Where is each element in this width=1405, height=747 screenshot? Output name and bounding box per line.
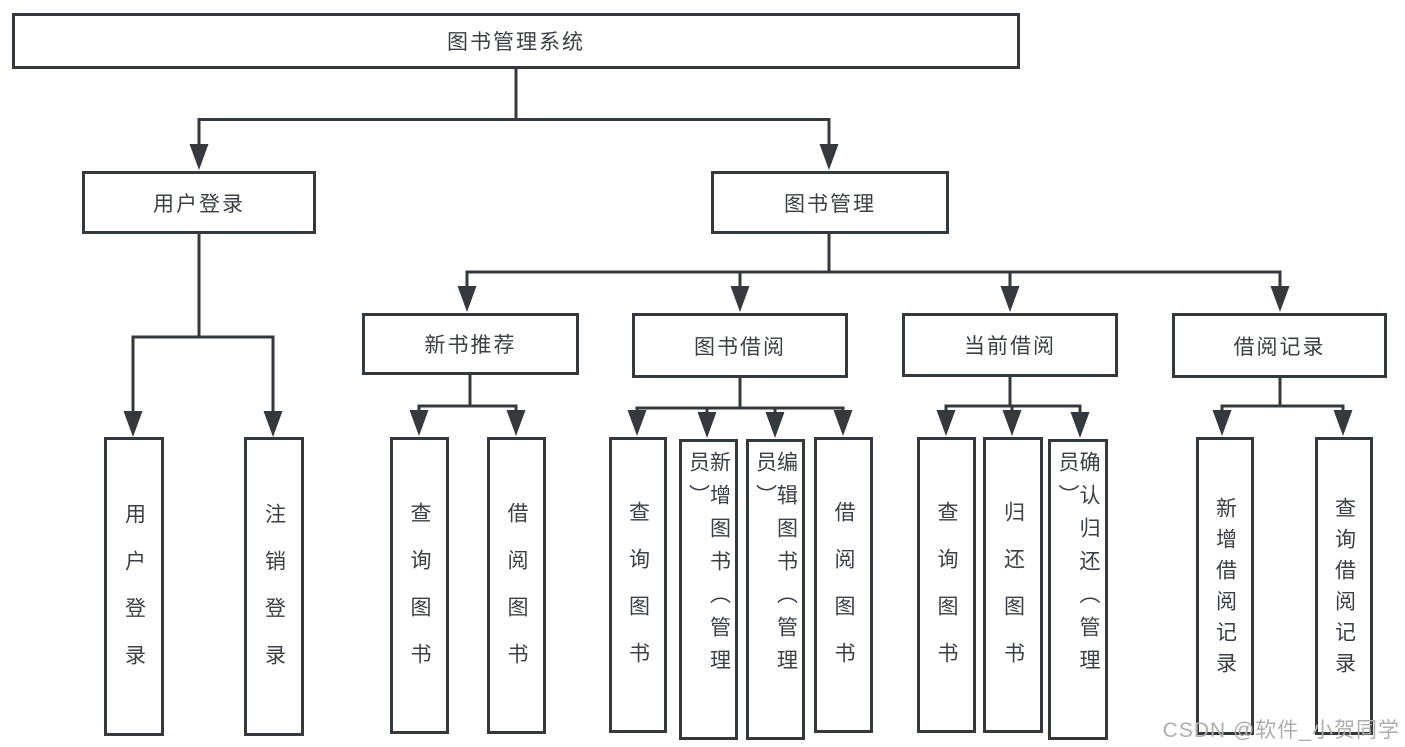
node-borrow-records: 借阅记录 bbox=[1172, 313, 1387, 378]
node-new-book-recommend: 新书推荐 bbox=[362, 313, 579, 375]
arrowheads bbox=[123, 144, 1353, 438]
leaf-current-confirm-return-admin: 确认归还（管理员） bbox=[1048, 439, 1108, 740]
leaf-current-return-books: 归还图书 bbox=[983, 437, 1043, 733]
leaf-borrow-query-books: 查询图书 bbox=[609, 437, 667, 733]
csdn-watermark: CSDN @软件_小贺同学 bbox=[1162, 719, 1400, 742]
leaf-recommend-borrow-books: 借阅图书 bbox=[487, 437, 546, 734]
leaf-user-login: 用户登录 bbox=[104, 437, 164, 736]
leaf-logout: 注销登录 bbox=[244, 437, 304, 736]
node-user-login: 用户登录 bbox=[82, 171, 316, 234]
leaf-records-query-record: 查询借阅记录 bbox=[1315, 437, 1373, 735]
leaf-borrow-edit-books-admin: 编辑图书（管理员） bbox=[746, 439, 805, 740]
leaf-recommend-query-books: 查询图书 bbox=[390, 437, 449, 734]
node-book-management: 图书管理 bbox=[711, 171, 949, 234]
leaf-records-add-record: 新增借阅记录 bbox=[1196, 437, 1254, 735]
node-root: 图书管理系统 bbox=[12, 13, 1020, 69]
leaf-current-query-books: 查询图书 bbox=[917, 437, 976, 733]
node-current-borrow: 当前借阅 bbox=[902, 313, 1118, 377]
node-book-borrow: 图书借阅 bbox=[632, 313, 848, 378]
leaf-borrow-add-books-admin: 新增图书（管理员） bbox=[679, 439, 738, 740]
leaf-borrow-borrow-books: 借阅图书 bbox=[814, 437, 873, 733]
